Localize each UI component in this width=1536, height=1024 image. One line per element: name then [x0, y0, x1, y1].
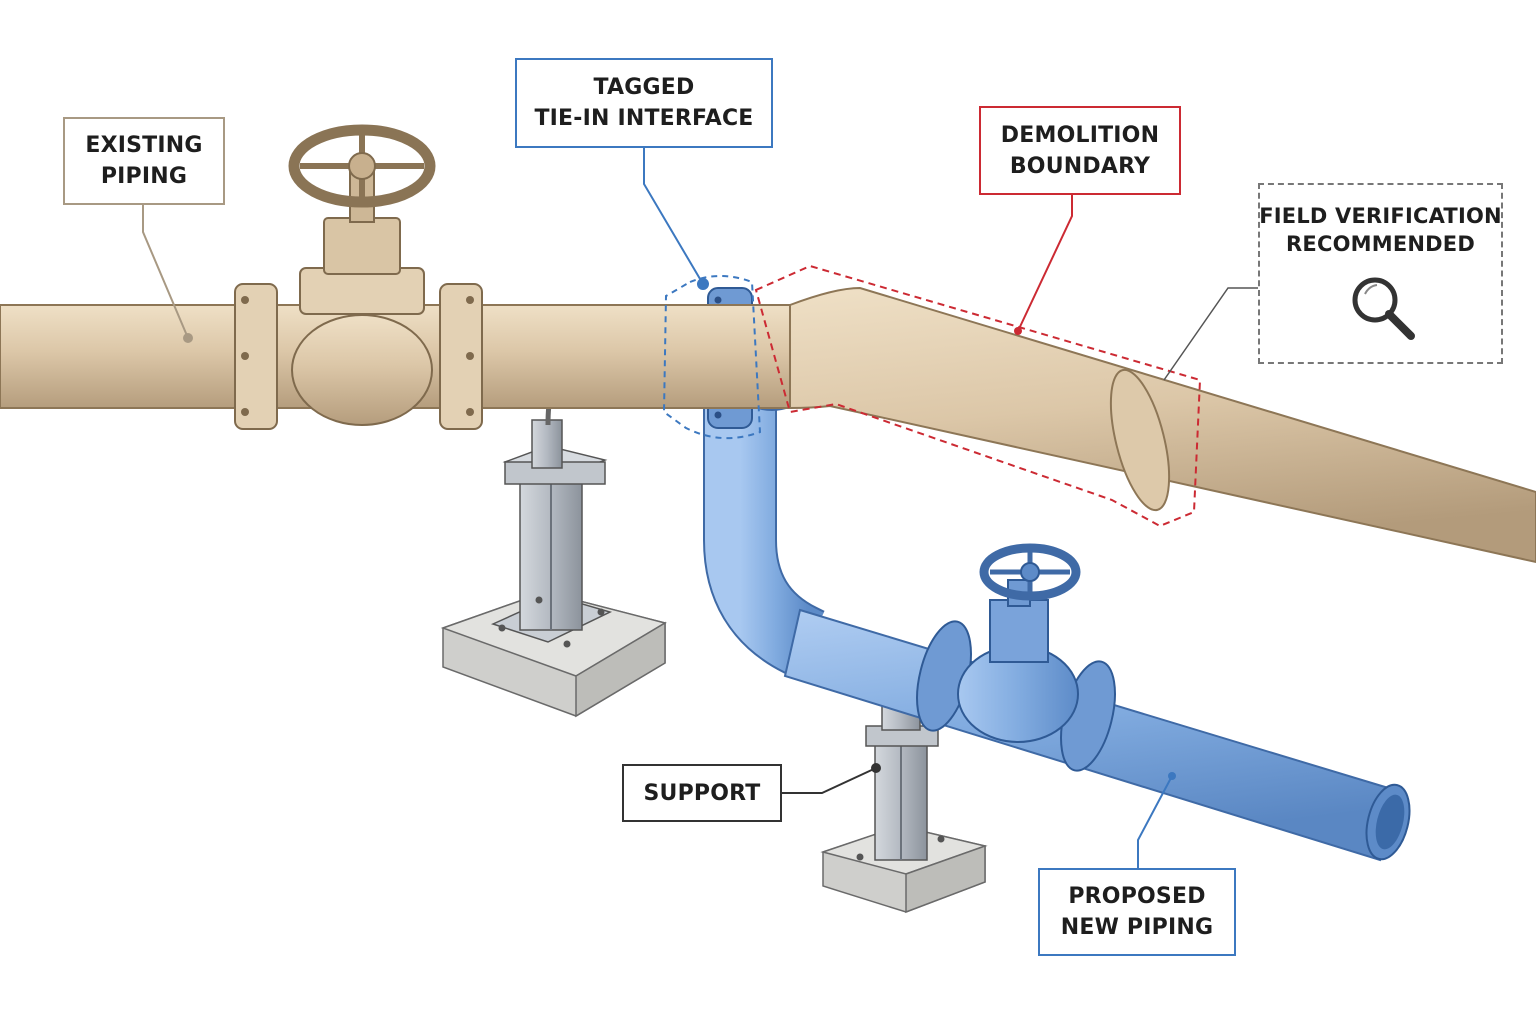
demolition-boundary-leader — [1017, 195, 1073, 332]
demolition-boundary-label-line1: DEMOLITION — [1000, 122, 1160, 148]
proposed-piping-leader-dot — [1168, 772, 1176, 780]
field-verification-leader — [1163, 287, 1258, 381]
field-verification-label: FIELD VERIFICATION RECOMMENDED — [1258, 183, 1503, 364]
magnifier-icon — [1352, 277, 1415, 340]
proposed-piping-label: PROPOSED NEW PIPING — [1038, 868, 1236, 956]
pipe-support-right — [820, 673, 988, 914]
proposed-piping-leader — [1137, 775, 1173, 868]
existing-piping-label-line2: PIPING — [100, 164, 188, 189]
existing-piping — [0, 124, 1536, 564]
field-verification-label-line2: RECOMMENDED — [1286, 232, 1475, 256]
proposed-piping — [703, 287, 1411, 862]
tagged-tie-in-label-line2: TIE-IN INTERFACE — [534, 106, 754, 131]
support-label-text: SUPPORT — [643, 780, 761, 806]
tagged-tie-in-leader — [643, 148, 704, 285]
proposed-piping-label-line2: NEW PIPING — [1060, 915, 1214, 940]
demolition-boundary-label-line2: BOUNDARY — [1009, 153, 1151, 179]
pipe-support-left — [440, 381, 667, 718]
existing-piping-label-line1: EXISTING — [85, 133, 203, 158]
tagged-tie-in-label-line1: TAGGED — [593, 75, 695, 100]
field-verification-label-line1: FIELD VERIFICATION — [1259, 204, 1502, 228]
support-leader — [782, 767, 877, 794]
proposed-piping-label-line1: PROPOSED — [1068, 884, 1206, 909]
tagged-tie-in-label: TAGGED TIE-IN INTERFACE — [515, 58, 773, 148]
existing-piping-leader-dot — [183, 333, 193, 343]
support-label: SUPPORT — [622, 764, 782, 822]
existing-piping-label: EXISTING PIPING — [63, 117, 225, 205]
existing-piping-leader — [142, 205, 189, 339]
demolition-boundary-label: DEMOLITION BOUNDARY — [979, 106, 1181, 195]
